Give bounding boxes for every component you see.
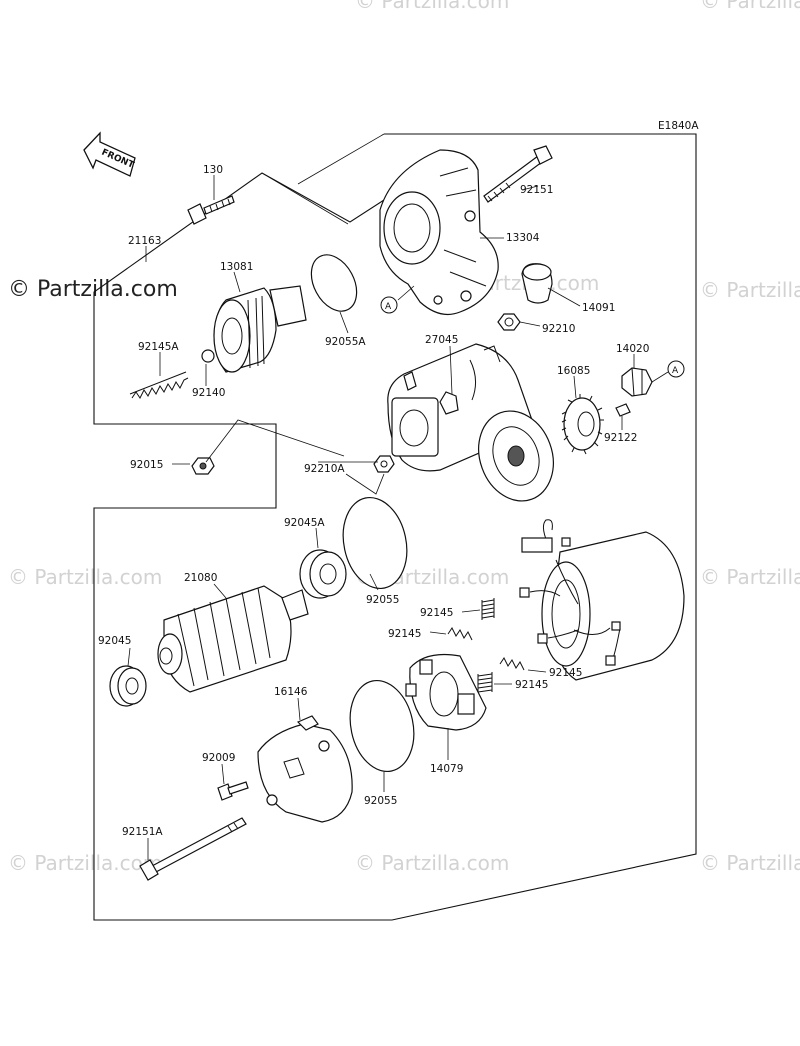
holder-14020 bbox=[621, 367, 653, 397]
bearing-92045 bbox=[109, 665, 147, 707]
spring-92145-d bbox=[477, 672, 493, 694]
label-14079: 14079 bbox=[430, 763, 463, 775]
brush-holder-14079 bbox=[405, 653, 487, 731]
armature-21080 bbox=[157, 585, 309, 693]
label-92210A: 92210A bbox=[304, 463, 345, 475]
label-92055-upper: 92055 bbox=[366, 594, 399, 606]
spring-92145-a bbox=[481, 598, 495, 620]
spring-92145A bbox=[129, 371, 189, 399]
label-92045: 92045 bbox=[98, 635, 131, 647]
watermark: © Partzilla.com bbox=[700, 851, 800, 875]
front-arrow-icon: FRONT bbox=[83, 131, 136, 177]
housing-13304 bbox=[379, 149, 499, 315]
callout-label: A bbox=[385, 302, 392, 312]
bolt-130 bbox=[187, 195, 235, 225]
watermark: © Partzilla.com bbox=[8, 565, 162, 589]
nut-92015 bbox=[191, 457, 215, 475]
label-92055-lower: 92055 bbox=[364, 795, 397, 807]
label-92145-a: 92145 bbox=[420, 607, 453, 619]
label-14091: 14091 bbox=[582, 302, 615, 314]
label-92210: 92210 bbox=[542, 323, 575, 335]
label-92045A: 92045A bbox=[284, 517, 325, 529]
o-ring-92055A bbox=[310, 254, 358, 312]
label-16146: 16146 bbox=[274, 686, 308, 698]
partzilla-watermark: © Partzilla.com bbox=[8, 277, 178, 302]
watermark: © Partzilla.com bbox=[700, 565, 800, 589]
watermark: © Partzilla.com bbox=[355, 0, 509, 13]
watermark: © Partzilla.com bbox=[8, 851, 162, 875]
label-92055A: 92055A bbox=[325, 336, 366, 348]
o-ring-92055-upper bbox=[342, 496, 408, 590]
label-92140: 92140 bbox=[192, 387, 225, 399]
watermark: © Partzilla.com bbox=[700, 0, 800, 13]
label-21080: 21080 bbox=[184, 572, 217, 584]
pin-92122 bbox=[615, 403, 631, 417]
nut-92210A bbox=[373, 455, 395, 473]
part-labels: 130 21163 13081 92055A 92145A 92140 9201… bbox=[98, 164, 649, 838]
o-ring-92055-lower bbox=[349, 679, 415, 773]
leader-lines bbox=[127, 175, 669, 860]
pinion-clutch-13081 bbox=[213, 285, 307, 373]
end-cover-16146 bbox=[257, 715, 353, 823]
label-92151A: 92151A bbox=[122, 826, 163, 838]
label-13081: 13081 bbox=[220, 261, 253, 273]
diagram-code: E1840A bbox=[658, 120, 699, 132]
label-92122: 92122 bbox=[604, 432, 637, 444]
bolt-92151A bbox=[139, 817, 247, 881]
label-92151: 92151 bbox=[520, 184, 553, 196]
nut-92210 bbox=[497, 313, 521, 331]
gear-housing-27045 bbox=[387, 343, 554, 502]
callout-a-right: A bbox=[667, 360, 685, 378]
watermark: © Partzilla.com bbox=[355, 851, 509, 875]
spring-92145-b bbox=[447, 627, 473, 641]
label-16085: 16085 bbox=[557, 365, 590, 377]
ball-92140 bbox=[201, 349, 215, 363]
label-21163: 21163 bbox=[128, 235, 161, 247]
label-92015: 92015 bbox=[130, 459, 163, 471]
yoke-field-coil bbox=[519, 519, 685, 681]
bolt-92151 bbox=[483, 145, 553, 203]
spring-92145-c bbox=[499, 657, 525, 671]
callout-label: A bbox=[672, 366, 679, 376]
label-92145-c: 92145 bbox=[549, 667, 582, 679]
bearing-92045A bbox=[299, 549, 347, 599]
label-92009: 92009 bbox=[202, 752, 235, 764]
label-13304: 13304 bbox=[506, 232, 540, 244]
label-92145-b: 92145 bbox=[388, 628, 421, 640]
label-27045: 27045 bbox=[425, 334, 458, 346]
screw-92009 bbox=[217, 781, 249, 801]
callout-a-upper: A bbox=[380, 296, 398, 314]
watermark: © Partzilla.com bbox=[700, 278, 800, 302]
boot-14091 bbox=[521, 263, 553, 304]
label-92145A: 92145A bbox=[138, 341, 179, 353]
gear-16085 bbox=[561, 394, 604, 455]
label-92145-d: 92145 bbox=[515, 679, 548, 691]
label-130: 130 bbox=[203, 164, 223, 176]
label-14020: 14020 bbox=[616, 343, 649, 355]
